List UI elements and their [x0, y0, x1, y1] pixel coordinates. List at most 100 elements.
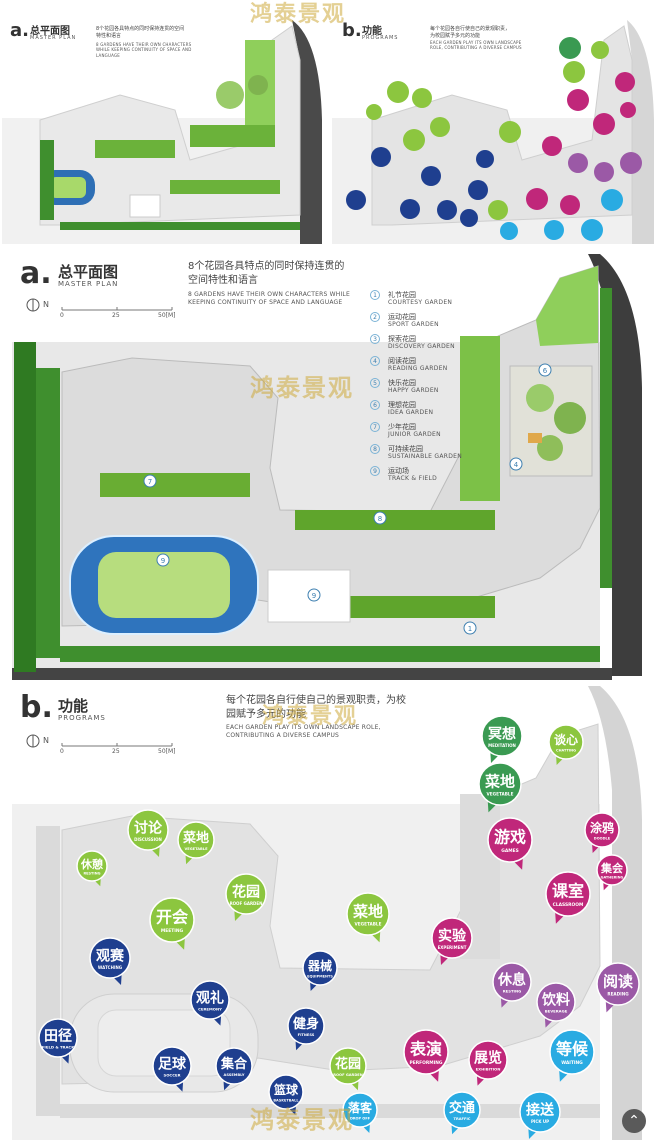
- bubble-label-en: CEREMONY: [198, 1006, 222, 1011]
- plan-letter: a.: [20, 256, 52, 291]
- thumb-b-title-cn: 功能: [362, 26, 382, 37]
- bubble-circle: [545, 871, 591, 917]
- bubble-circle: [268, 1074, 304, 1110]
- bubble-circle: [329, 1047, 367, 1085]
- bubble-label-en: SOCCER: [163, 1072, 180, 1077]
- svg-text:9: 9: [312, 592, 316, 600]
- bubble-circle: [127, 809, 169, 851]
- plan-scale-25: 25: [112, 312, 120, 319]
- bubble-circle: [478, 762, 522, 806]
- bubble-circle: [481, 715, 523, 757]
- green-roof-strip-centre: [295, 510, 495, 530]
- plan-scale-50: 50[M]: [158, 312, 176, 319]
- bubble-circle: [468, 1040, 508, 1080]
- bubble-label-cn: 谈心: [554, 732, 578, 747]
- bubble-circle: [431, 917, 473, 959]
- legend-name-cn: 可持续花园: [388, 445, 423, 453]
- bubble-circle: [149, 897, 195, 943]
- bubble-label-en: MEDITATION: [488, 743, 516, 748]
- bubble-label-cn: 饮料: [541, 991, 570, 1008]
- watermark-programs-top: 鸿泰景观: [262, 703, 359, 729]
- thumb-b-caption-cn: 每个花园各自行使自己的景观职责，为校园赋予多元的功能: [430, 26, 511, 39]
- thumb-b-letter: b.: [342, 20, 362, 41]
- bubble-label-en: DISCUSSION: [134, 837, 162, 842]
- bubble-circle: [215, 1047, 253, 1085]
- green-roof-strip-east: [460, 336, 500, 501]
- bubble-label-en: ROOF GARDEN: [230, 901, 263, 906]
- plan-title-cn: 总平面图: [58, 263, 119, 281]
- bubble-label-en: CHATTING: [556, 748, 576, 752]
- scroll-to-top-button[interactable]: ⌃: [622, 1109, 646, 1133]
- programs-north-label: N: [43, 736, 49, 745]
- bubble-circle: [89, 937, 131, 979]
- bubble-circle: [492, 962, 532, 1002]
- legend-number: 5: [370, 378, 380, 388]
- watermark-programs-bottom: 鸿泰景观: [250, 1105, 354, 1134]
- legend-name-cn: 探索花园: [388, 335, 416, 343]
- thumbnail-programs: b. 功能 PROGRAMS 每个花园各自行使自己的景观职责，为校园赋予多元的功…: [332, 0, 658, 248]
- bubble-label-en: BEVERAGE: [545, 1008, 568, 1013]
- legend-name-cn: 礼节花园: [388, 291, 416, 299]
- bubble-label-en: VEGETABLE: [487, 792, 514, 797]
- plan-title-en: MASTER PLAN: [58, 280, 119, 288]
- legend-name-en: READING GARDEN: [388, 365, 448, 372]
- plan-caption-en: 8 GARDENS HAVE THEIR OWN CHARACTERS WHIL…: [188, 291, 350, 307]
- bubble-circle: [443, 1091, 481, 1129]
- bubble-label-cn: 冥想: [488, 725, 516, 742]
- svg-text:7: 7: [148, 478, 152, 486]
- bubble-circle: [342, 1092, 378, 1128]
- programs-scale-25: 25: [112, 748, 120, 755]
- svg-text:6: 6: [543, 367, 548, 375]
- bubble-label-cn: 足球: [158, 1055, 187, 1072]
- thumbnail-master-plan: a. 总平面图 MASTER PLAN 8个花园各具特点的同时保持连贯的空间特性…: [0, 0, 326, 248]
- legend-name-en: DISCOVERY GARDEN: [388, 343, 455, 350]
- bubble-label-cn: 篮球: [273, 1082, 299, 1097]
- plan-markers: 9 7 8 9 4 6 1: [143, 363, 552, 635]
- bubble-label-cn: 游戏: [494, 828, 526, 847]
- bubble-circle: [596, 962, 640, 1006]
- thumb-a-title-en: MASTER PLAN: [30, 35, 77, 41]
- bubble-label-en: EQUIPMENTS: [307, 974, 333, 978]
- bubble-circle: [403, 1029, 449, 1075]
- programs-scale-50: 50[M]: [158, 748, 176, 755]
- programs-title-en: PROGRAMS: [58, 714, 106, 722]
- watermark-plan: 鸿泰景观: [250, 373, 354, 402]
- programs-title-cn: 功能: [58, 697, 89, 715]
- legend-name-en: TRACK & FIELD: [388, 475, 438, 482]
- bubble-circle: [548, 724, 584, 760]
- green-roof-strip-west: [100, 473, 250, 497]
- bubble-label-cn: 涂鸦: [590, 820, 614, 835]
- legend-name-cn: 阅读花园: [388, 357, 416, 365]
- bubble-label-cn: 集会: [600, 861, 624, 875]
- programs-caption-cn: 每个花园各自行使自己的景观职责，为校园赋予多元的功能: [226, 695, 406, 720]
- bubble-label-cn: 菜地: [352, 903, 383, 921]
- master-plan-section: 9 7 8 9 4 6 1 a. 总平面图 MASTER PLAN N 0 25…: [0, 248, 658, 680]
- bubble-circle: [225, 873, 267, 915]
- green-roof-strip-south: [350, 596, 495, 618]
- plan-north-label: N: [43, 300, 49, 309]
- plan-scale-0: 0: [60, 312, 64, 319]
- legend-name-en: IDEA GARDEN: [388, 409, 434, 416]
